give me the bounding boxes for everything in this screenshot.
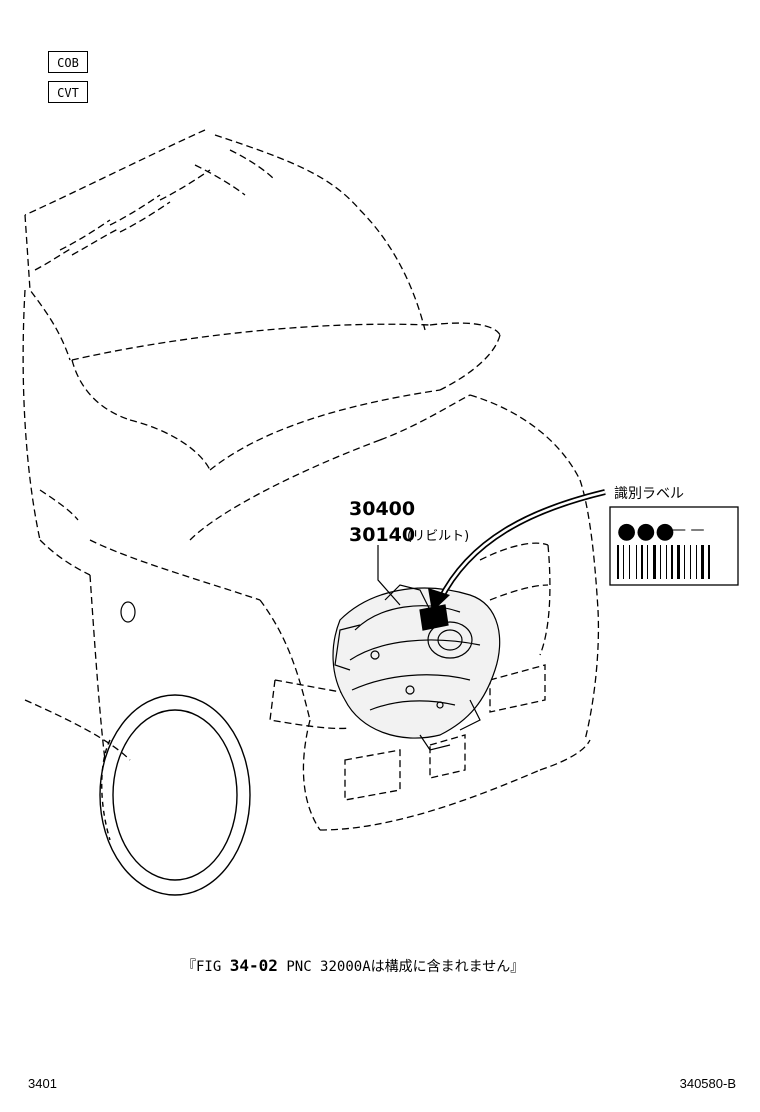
barcode-stripe <box>629 545 630 579</box>
barcode-icon <box>617 545 710 579</box>
model-tag-cob: COB <box>48 51 88 73</box>
barcode-stripe <box>660 545 661 579</box>
barcode-stripe <box>684 545 685 579</box>
barcode-stripe <box>641 545 643 579</box>
diagram-code: 340580-B <box>679 1076 736 1091</box>
page-number: 3401 <box>28 1076 57 1091</box>
part-leader-line <box>377 545 401 606</box>
barcode-stripe <box>671 545 673 579</box>
barcode-stripe <box>677 545 680 579</box>
caption-open: 『FIG <box>182 959 222 975</box>
label-arrow-line-inner <box>438 490 606 601</box>
vehicle-body-outline <box>22 129 600 831</box>
barcode-stripe <box>666 545 667 579</box>
identification-label-box: ●●● — — <box>609 506 739 586</box>
label-dashes: — — <box>672 522 704 538</box>
label-arrow-head <box>428 588 450 612</box>
barcode-stripe <box>636 545 637 579</box>
barcode-stripe <box>708 545 710 579</box>
figure-caption: 『FIG 34-02 PNC 32000Aは構成に含まれません』 <box>182 956 524 976</box>
barcode-stripe <box>696 545 697 579</box>
label-dots: ●●● <box>617 519 675 544</box>
transmission-assembly <box>332 584 501 751</box>
part-number-30140-note: (リビルト) <box>407 529 469 544</box>
barcode-stripe <box>701 545 704 579</box>
barcode-stripe <box>690 545 691 579</box>
caption-fig-number: 34-02 <box>229 956 278 975</box>
caption-rest: PNC 32000Aは構成に含まれません』 <box>286 959 525 975</box>
barcode-stripe <box>623 545 624 579</box>
part-number-30400: 30400 <box>349 498 415 520</box>
model-tag-cvt: CVT <box>48 81 88 103</box>
front-wheel <box>99 694 251 896</box>
identification-label-callout: 識別ラベル <box>614 486 684 502</box>
label-arrow-line <box>437 489 606 602</box>
barcode-stripe <box>617 545 619 579</box>
barcode-stripe <box>647 545 648 579</box>
fender-marker <box>120 601 136 623</box>
part-number-30140: 30140 <box>349 524 415 546</box>
barcode-stripe <box>653 545 656 579</box>
